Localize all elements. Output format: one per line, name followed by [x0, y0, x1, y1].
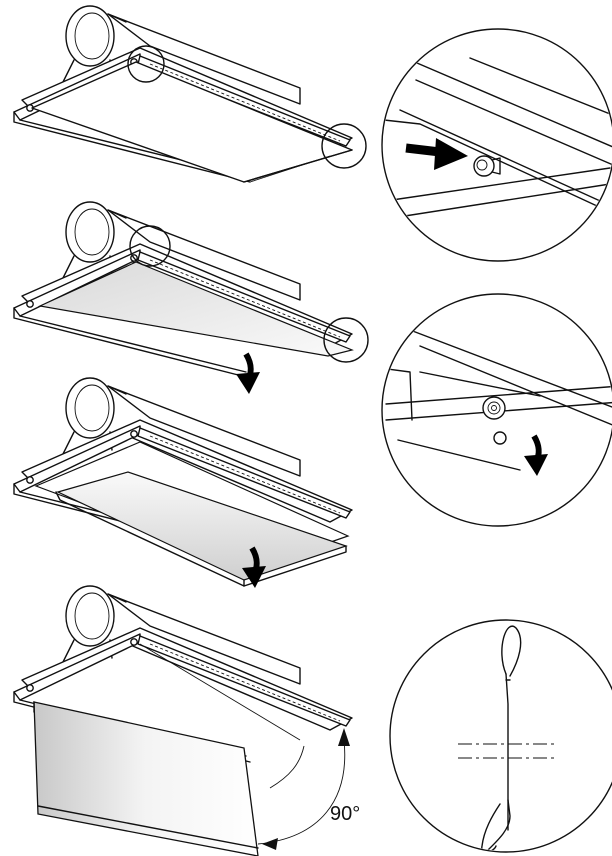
step-2-down-arrow	[236, 354, 260, 394]
push-arrow	[405, 143, 441, 157]
detail-circle-right	[321, 123, 367, 169]
angle-label: 90°	[330, 803, 360, 825]
detail-4-safety-wire	[389, 619, 612, 853]
detail-2-pivot-release	[381, 293, 612, 527]
step-2-panel-lowering	[13, 201, 369, 379]
step-3-panel-swinging	[13, 377, 353, 587]
step-1-fixture-closed	[13, 5, 367, 183]
detail-1-push-release	[381, 28, 612, 262]
step-4-panel-hanging	[13, 585, 353, 856]
detail-circle-left	[127, 45, 165, 83]
